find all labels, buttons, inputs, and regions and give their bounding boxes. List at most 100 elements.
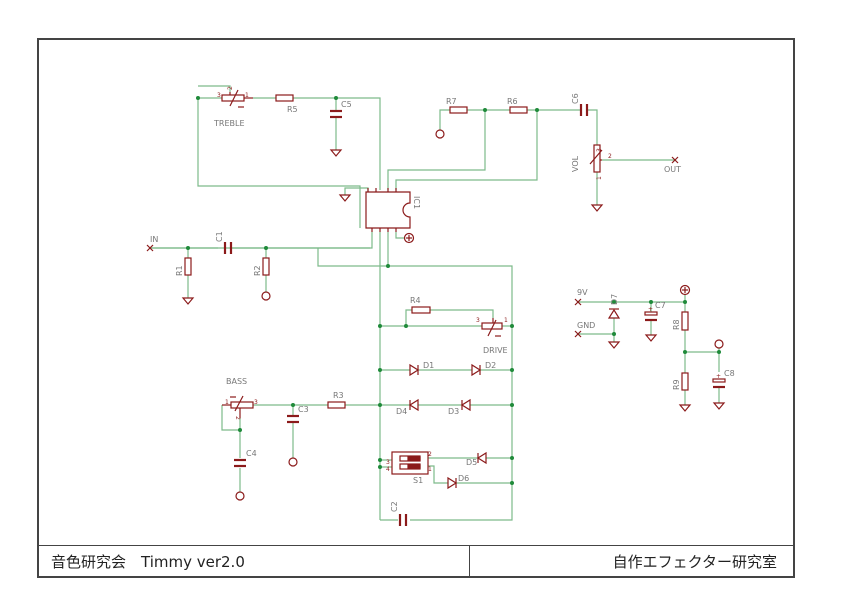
wire [430, 309, 494, 318]
ic1 [365, 188, 411, 232]
junction [378, 368, 382, 372]
label-r5: R5 [287, 105, 298, 114]
power-symbols [403, 232, 691, 296]
label-9v: 9V [577, 288, 588, 297]
ground-icon [338, 194, 352, 202]
wire [198, 85, 231, 92]
title-block-author: 自作エフェクター研究室 [612, 553, 777, 571]
pin-label: 1 [245, 92, 249, 99]
label-c2: C2 [390, 501, 399, 512]
label-d1: D1 [423, 361, 434, 370]
diode-d2 [471, 363, 482, 377]
capacitors [223, 104, 725, 526]
label-in: IN [150, 235, 158, 244]
junction [683, 350, 687, 354]
label-out: OUT [664, 165, 681, 174]
resistor-r9 [681, 372, 689, 391]
pot-treble [221, 89, 253, 108]
junction [386, 264, 390, 268]
junctions [186, 96, 721, 485]
pin-label: 1 [428, 466, 432, 473]
label-drive: DRIVE [483, 346, 508, 355]
diode-d5 [476, 451, 487, 465]
pin-label: 3 [386, 459, 390, 466]
junction [238, 428, 242, 432]
resistor-r2 [262, 257, 270, 276]
resistor-r1 [184, 257, 192, 276]
terminals [146, 156, 679, 338]
pin-label: 3 [217, 92, 221, 99]
drawing-frame [37, 38, 795, 578]
label-d2: D2 [485, 361, 496, 370]
wire [588, 109, 598, 145]
ground-symbols [181, 149, 726, 412]
vref-icon [714, 339, 724, 349]
label-c6: C6 [571, 93, 580, 104]
label-r4: R4 [410, 296, 421, 305]
ground-icon [181, 297, 195, 305]
wire [395, 232, 404, 239]
junction [334, 96, 338, 100]
junction [264, 246, 268, 250]
wire [439, 109, 450, 130]
label-c4: C4 [246, 449, 257, 458]
ground-icon [590, 204, 604, 212]
polarity-label: + [716, 373, 721, 380]
label-bass: BASS [226, 377, 247, 386]
label-c5: C5 [341, 100, 352, 109]
junction [612, 332, 616, 336]
label-c3: C3 [298, 405, 309, 414]
resistor-r6 [509, 106, 528, 114]
pin-label: 1 [504, 317, 508, 324]
terminal-in-icon [146, 244, 154, 252]
power-plus-icon [403, 232, 415, 244]
vref-icon [435, 129, 445, 139]
title-block-project: 音色研究会 Timmy ver2.0 [51, 553, 245, 571]
label-r1: R1 [175, 265, 184, 276]
vref-icon [261, 291, 271, 301]
vref-symbols [235, 129, 724, 501]
label-r3: R3 [333, 391, 344, 400]
title-block: 音色研究会 Timmy ver2.0 自作エフェクター研究室 [37, 545, 795, 578]
pin-label: 1 [225, 399, 229, 406]
vref-icon [235, 491, 245, 501]
label-r7: R7 [446, 97, 457, 106]
label-s1: S1 [413, 476, 423, 485]
ground-icon [712, 402, 726, 410]
wire [428, 465, 448, 484]
label-gnd: GND [577, 321, 595, 330]
diode-d6 [447, 476, 458, 490]
junction [510, 481, 514, 485]
junction [483, 108, 487, 112]
switch-s1 [391, 451, 429, 475]
title-block-divider [469, 546, 470, 577]
junction [186, 246, 190, 250]
pin-label: 2 [428, 451, 432, 458]
wire [293, 97, 381, 190]
label-r2: R2 [253, 265, 262, 276]
junction [378, 403, 382, 407]
label-vol: VOL [571, 155, 580, 172]
junction [378, 465, 382, 469]
junction [649, 300, 653, 304]
ground-icon [644, 334, 658, 342]
label-c1: C1 [215, 231, 224, 242]
pin-label: 3 [254, 399, 258, 406]
label-r9: R9 [672, 379, 681, 390]
junction [378, 458, 382, 462]
pin-label: 2 [234, 416, 241, 420]
pot-drive [481, 318, 503, 337]
pin-label: 1 [596, 176, 603, 180]
vref-icon [288, 457, 298, 467]
wire [197, 98, 361, 228]
wire [395, 110, 538, 190]
label-c8: C8 [724, 369, 735, 378]
pot-vol [589, 144, 603, 173]
diode-d3 [460, 398, 471, 412]
terminal-9v-icon [574, 298, 582, 306]
resistor-r8 [681, 311, 689, 331]
wire [405, 309, 412, 326]
junction [683, 300, 687, 304]
label-d3: D3 [448, 407, 459, 416]
